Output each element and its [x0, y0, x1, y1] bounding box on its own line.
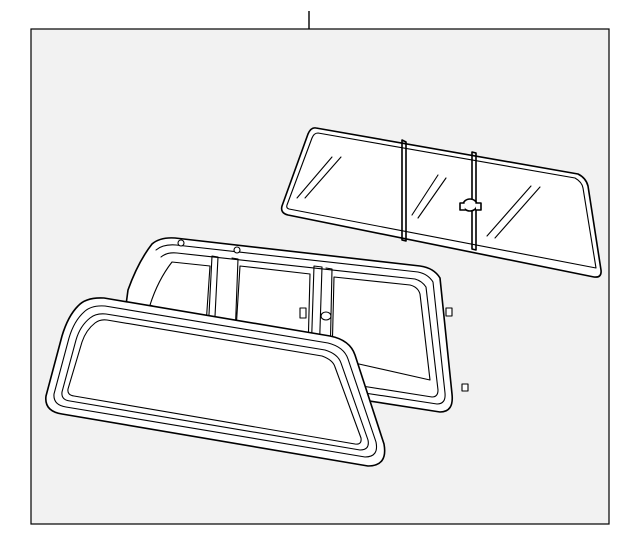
- glass-reflection-marks: [296, 156, 541, 239]
- seal-inner-3: [67, 319, 362, 445]
- weatherstrip-seal: [45, 297, 386, 467]
- glass-inner-edge: [286, 132, 597, 269]
- frame-right-pane: [331, 276, 431, 381]
- seal-inner-1: [53, 305, 378, 458]
- frame-rail-1: [155, 244, 446, 405]
- mounting-stud-icons: [177, 239, 469, 392]
- window-frame: [125, 237, 469, 413]
- frame-rail-2: [160, 252, 439, 398]
- slider-division-right: [471, 151, 477, 251]
- slider-division-left: [401, 139, 407, 242]
- sliding-glass-pane: [280, 127, 602, 278]
- glass-outline: [280, 127, 602, 278]
- seal-inner-2: [61, 313, 369, 451]
- slider-latch-icon: [459, 198, 482, 212]
- seal-outer: [45, 297, 386, 467]
